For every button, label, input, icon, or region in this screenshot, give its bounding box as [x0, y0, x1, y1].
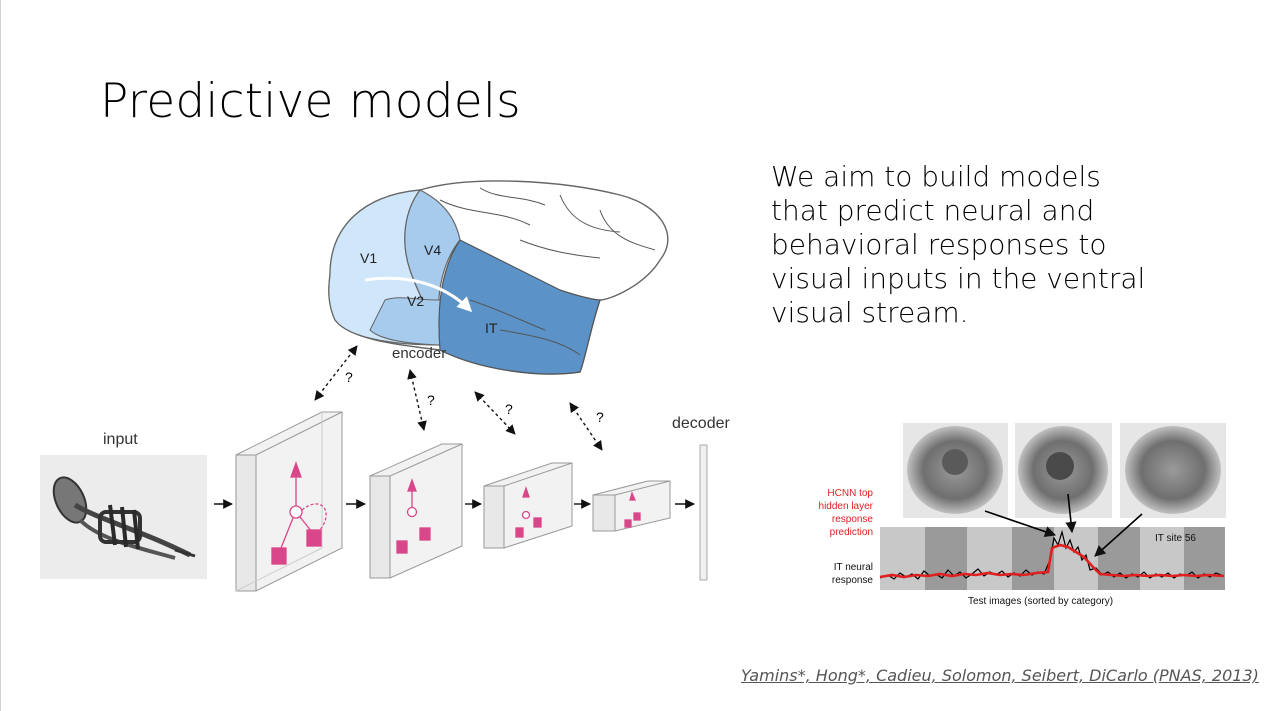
area-label: V1: [360, 250, 377, 266]
network-layer-2: [369, 443, 463, 579]
body-line: visual stream.: [771, 296, 969, 329]
brain-illustration: V1 V4 V2 IT: [328, 180, 669, 375]
decoder-label: decoder: [672, 415, 730, 432]
slide-border: [0, 0, 1, 711]
input-image: [40, 455, 207, 579]
prediction-label: hidden layer: [819, 501, 874, 512]
prediction-label: HCNN top: [827, 488, 873, 499]
prediction-label: prediction: [830, 527, 873, 538]
slide-body-text: We aim to build models that predict neur…: [771, 160, 1191, 330]
mapping-arrow: [474, 391, 516, 435]
question-mark: ?: [596, 409, 604, 425]
neural-label: response: [832, 575, 874, 586]
prediction-trace: [879, 543, 1225, 579]
circuit-motifs: [271, 461, 641, 565]
slide-title: Predictive models: [100, 74, 521, 129]
question-mark: ?: [427, 392, 435, 408]
body-line: that predict neural and: [771, 194, 1095, 227]
area-label: V4: [424, 242, 441, 258]
encoder-label: encoder: [392, 345, 446, 362]
citation-link[interactable]: Yamins*, Hong*, Cadieu, Solomon, Seibert…: [741, 666, 1259, 685]
site-label: IT site 56: [1155, 533, 1196, 544]
question-mark: ?: [505, 401, 513, 417]
network-layer-4: [592, 480, 671, 532]
area-it: [438, 239, 601, 375]
body-line: We aim to build models: [771, 160, 1101, 193]
body-line: visual inputs in the ventral: [771, 262, 1146, 295]
decoder-bar: [699, 444, 708, 581]
body-line: behavioral responses to: [771, 228, 1107, 261]
network-layer-1: [235, 411, 343, 592]
network-layer-3: [483, 462, 573, 549]
input-label: input: [103, 431, 138, 448]
area-label: V2: [407, 293, 424, 309]
neural-label: IT neural: [834, 562, 873, 573]
it-response-inset: HCNN top hidden layer response predictio…: [819, 423, 1226, 607]
area-label: IT: [485, 320, 498, 336]
x-axis-label: Test images (sorted by category): [968, 596, 1113, 607]
question-mark: ?: [345, 369, 353, 385]
prediction-label: response: [832, 514, 874, 525]
mapping-arrow: [407, 369, 427, 431]
stimulus-image-tree: [1125, 426, 1221, 514]
